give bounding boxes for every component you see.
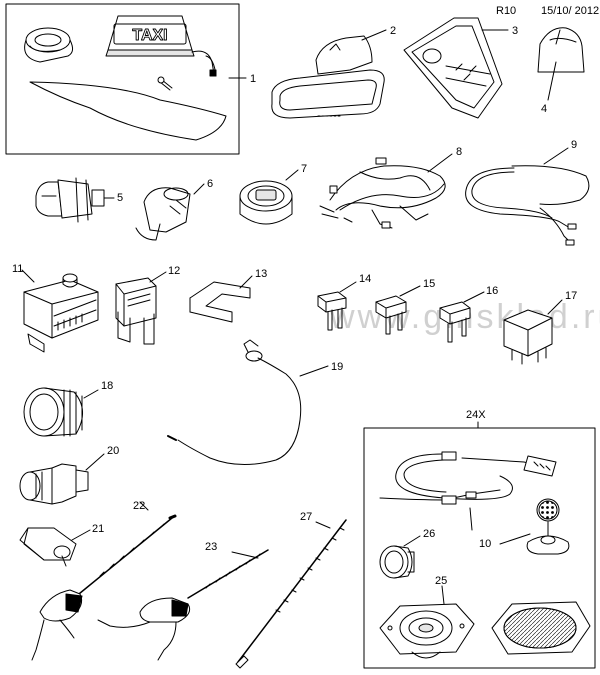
antenna-23 — [97, 549, 269, 661]
speaker-grille — [491, 601, 591, 655]
callout-11: 11 — [12, 263, 23, 275]
antenna-22 — [31, 514, 177, 661]
callout-10: 10 — [479, 538, 491, 550]
antenna-cable — [465, 165, 590, 246]
callout-17: 17 — [565, 290, 577, 302]
microphone — [526, 498, 570, 555]
grommet — [23, 387, 83, 437]
taxi-roof-sign: TAXI — [105, 15, 217, 77]
callout-20: 20 — [107, 445, 119, 457]
callout-14: 14 — [359, 273, 371, 285]
callout-19: 19 — [331, 361, 343, 373]
cover-cap — [537, 27, 585, 73]
callout-8: 8 — [456, 146, 462, 158]
callout-22: 22 — [133, 500, 145, 512]
roof-console — [403, 17, 503, 119]
push-button — [379, 545, 415, 579]
taxi-sign-text: TAXI — [132, 27, 167, 44]
connector-block — [115, 277, 157, 345]
callout-3: 3 — [512, 25, 518, 37]
callout-18: 18 — [101, 380, 113, 392]
callout-16: 16 — [486, 285, 498, 297]
callout-5: 5 — [117, 192, 123, 204]
junction-box — [23, 273, 99, 353]
callout-9: 9 — [571, 139, 577, 151]
callout-1: 1 — [250, 73, 256, 85]
hex-adapter — [19, 527, 77, 567]
callout-7: 7 — [301, 163, 307, 175]
kit-1-frame — [5, 3, 240, 155]
callout-6: 6 — [207, 178, 213, 190]
antenna-rod-27 — [235, 519, 347, 669]
microphone-cable — [167, 339, 302, 466]
fuse-16 — [439, 301, 471, 343]
relay — [503, 309, 553, 365]
callout-27: 27 — [300, 511, 312, 523]
callout-12: 12 — [168, 265, 180, 277]
callout-25: 25 — [435, 575, 447, 587]
kit-cable-set — [379, 451, 557, 505]
callout-21: 21 — [92, 523, 104, 535]
round-switch — [239, 180, 293, 225]
mounting-template — [29, 81, 227, 141]
callout-26: 26 — [423, 528, 435, 540]
callout-4: 4 — [541, 103, 547, 115]
callout-15: 15 — [423, 278, 435, 290]
rear-view-mirror — [271, 35, 385, 119]
callout-23: 23 — [205, 541, 217, 553]
diagram-ref: R10 — [496, 5, 517, 17]
callout-2: 2 — [390, 25, 396, 37]
callout-24x: 24X — [466, 409, 486, 421]
diagram-date: 15/10/ 2012 — [541, 5, 600, 17]
headlamp-bulb — [35, 177, 105, 223]
fuse-14 — [317, 291, 347, 331]
coax-connector — [19, 463, 89, 505]
speaker — [379, 603, 475, 659]
lamp-socket — [135, 187, 191, 241]
callout-13: 13 — [255, 268, 267, 280]
tape-roll — [24, 27, 74, 63]
mounting-bracket — [189, 281, 251, 323]
fuse-15 — [375, 295, 407, 335]
screw — [157, 76, 173, 91]
kit-24x-frame — [363, 427, 596, 669]
wiring-harness — [319, 157, 446, 229]
